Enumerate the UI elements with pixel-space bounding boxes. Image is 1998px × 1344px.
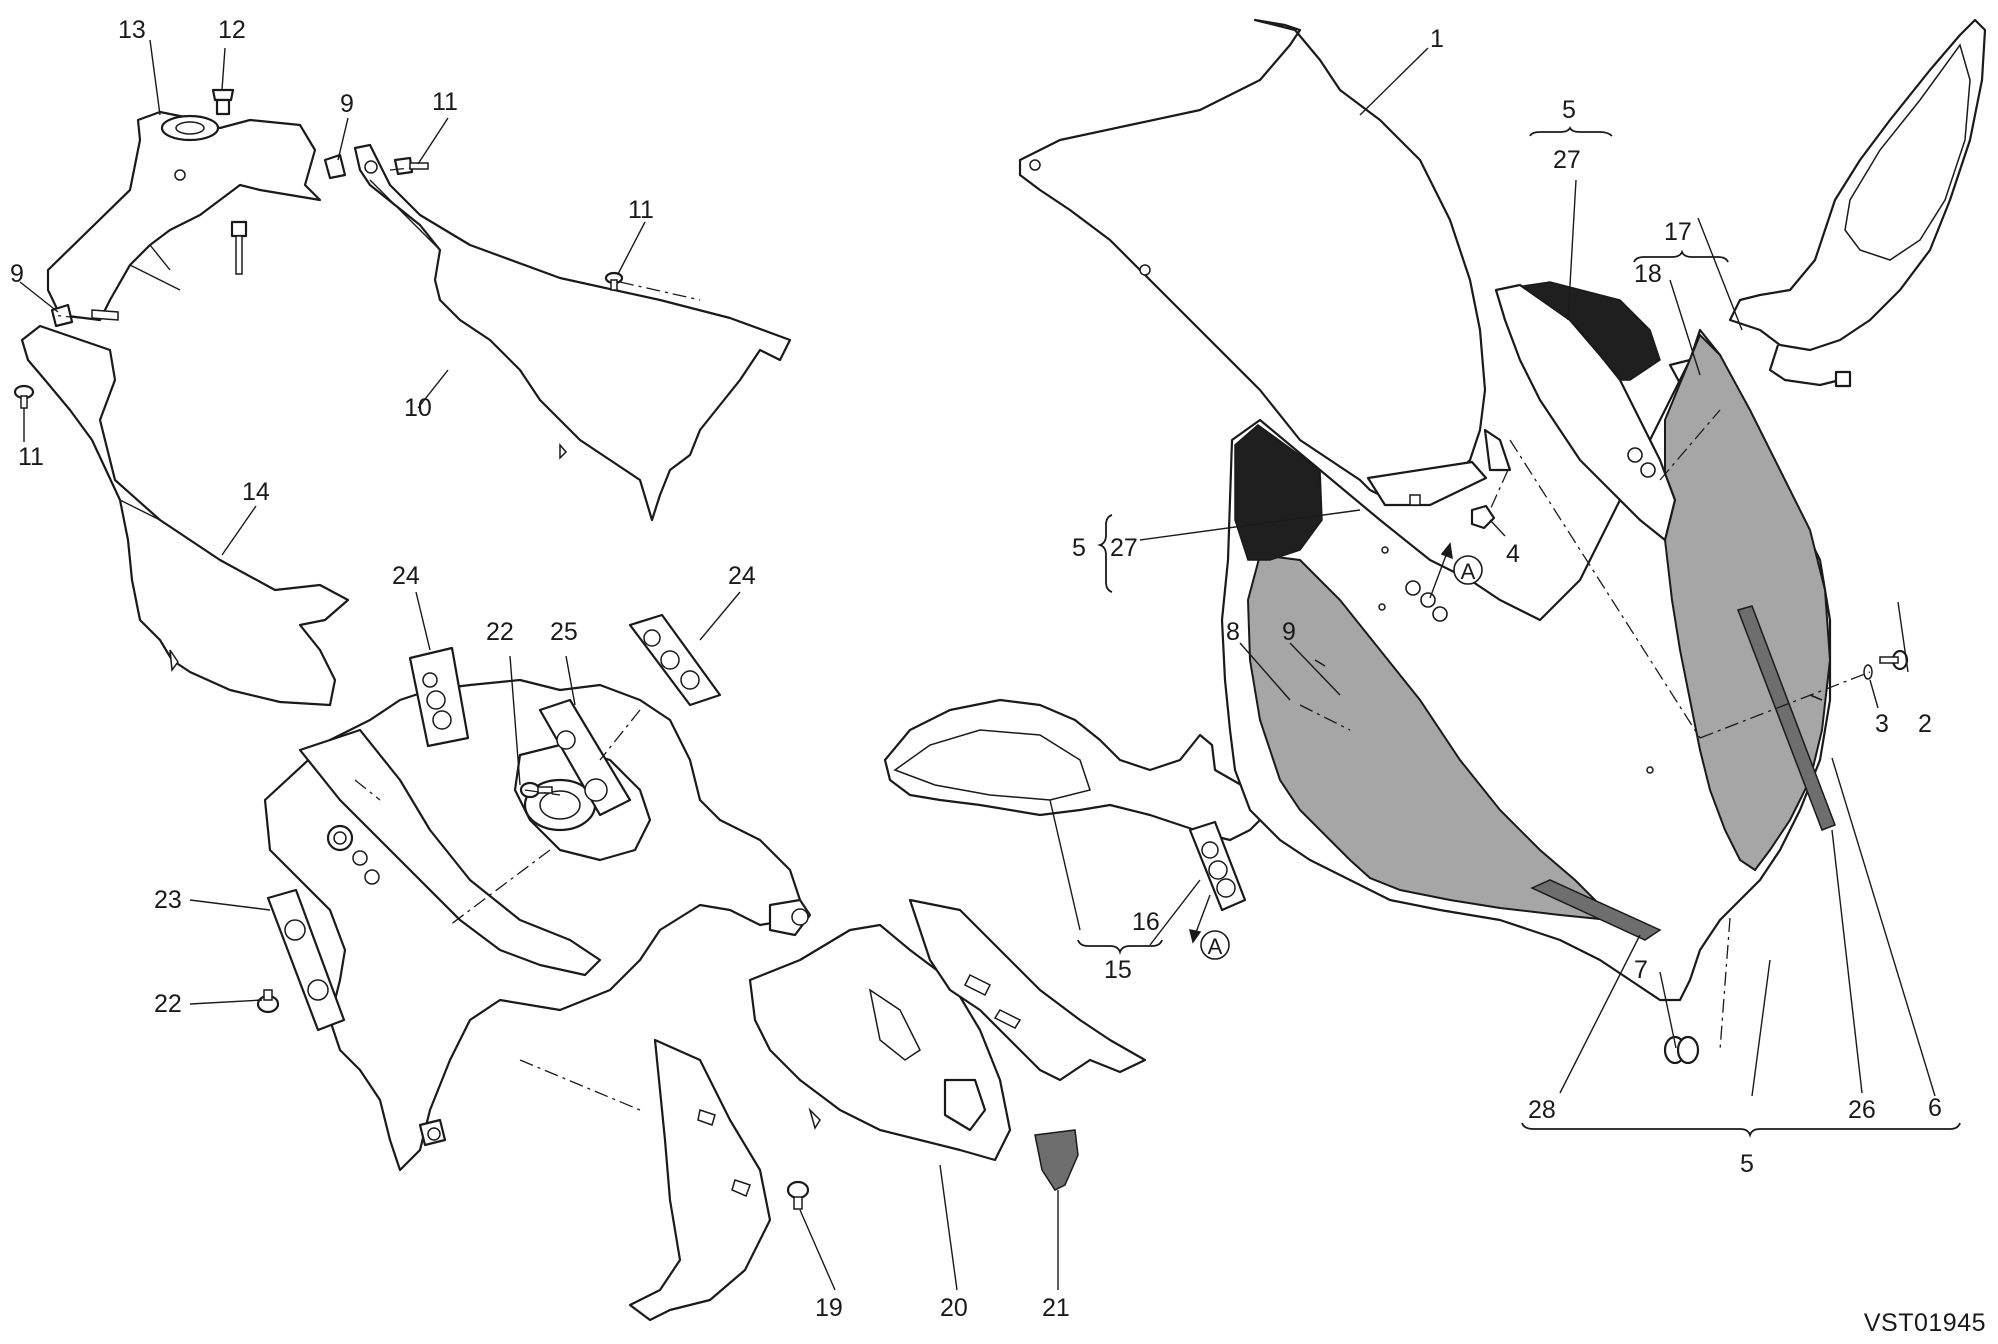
callout-7: 7 bbox=[1634, 956, 1648, 984]
upper-fairing-part bbox=[1220, 281, 1836, 1002]
callout-11-mid: 11 bbox=[628, 196, 654, 224]
nut-4 bbox=[1470, 504, 1496, 530]
callout-5-left: 5 bbox=[1072, 534, 1086, 562]
headlight-subframe-part bbox=[263, 678, 812, 1172]
callout-15: 15 bbox=[1104, 956, 1132, 984]
assembly-lines bbox=[51, 167, 1871, 1111]
callout-13: 13 bbox=[118, 16, 146, 44]
screw-11-left bbox=[13, 384, 35, 409]
callout-23: 23 bbox=[154, 886, 182, 914]
screw-12 bbox=[211, 88, 235, 116]
callout-22-b: 22 bbox=[154, 990, 182, 1018]
intake-duct-left bbox=[628, 1038, 772, 1322]
stud-bolt bbox=[230, 220, 248, 275]
grommet-plate-24-right bbox=[628, 613, 722, 707]
svg-text:A: A bbox=[1208, 934, 1223, 959]
callout-19: 19 bbox=[815, 1294, 843, 1322]
callout-3: 3 bbox=[1875, 710, 1889, 738]
callout-27-left: 27 bbox=[1110, 534, 1138, 562]
marker-a-bottom: A bbox=[1188, 894, 1230, 960]
ducati-badge-21 bbox=[1034, 1129, 1079, 1191]
callout-28: 28 bbox=[1528, 1096, 1556, 1124]
bracket-23 bbox=[266, 888, 346, 1032]
callout-1: 1 bbox=[1430, 25, 1444, 53]
clip-9-left bbox=[50, 303, 74, 328]
callout-24-b: 24 bbox=[728, 562, 756, 590]
callout-18: 18 bbox=[1634, 260, 1662, 288]
diagram-reference-code: VST01945 bbox=[1863, 1309, 1986, 1337]
callout-26: 26 bbox=[1848, 1096, 1876, 1124]
rubber-bush-7 bbox=[1663, 1035, 1700, 1065]
leader-lines bbox=[19, 39, 1936, 1291]
callout-20: 20 bbox=[940, 1294, 968, 1322]
bracket-25 bbox=[538, 698, 632, 817]
braces bbox=[1077, 125, 1961, 1138]
callout-11-top: 11 bbox=[432, 88, 458, 116]
callout-2: 2 bbox=[1918, 710, 1932, 738]
screw-22-a bbox=[519, 781, 553, 799]
clip-9-top bbox=[323, 153, 347, 180]
callout-9-top: 9 bbox=[340, 90, 354, 118]
callout-16: 16 bbox=[1132, 908, 1160, 936]
callout-9-right: 9 bbox=[1282, 618, 1296, 646]
callout-8: 8 bbox=[1226, 618, 1240, 646]
svg-text:A: A bbox=[1461, 559, 1476, 584]
windscreen-part bbox=[1018, 18, 1512, 507]
instrument-cover-part bbox=[46, 110, 322, 322]
callout-5-top: 5 bbox=[1562, 96, 1576, 124]
callout-4: 4 bbox=[1506, 540, 1520, 568]
grommet-plate-24-left bbox=[408, 646, 470, 748]
inner-panel-part bbox=[353, 143, 792, 522]
callout-27-top: 27 bbox=[1553, 146, 1581, 174]
callout-24-a: 24 bbox=[392, 562, 420, 590]
air-duct-part bbox=[20, 324, 350, 707]
callout-10: 10 bbox=[404, 394, 432, 422]
callout-25: 25 bbox=[550, 618, 578, 646]
grommet-plate-16 bbox=[1188, 820, 1247, 912]
callout-9-left: 9 bbox=[10, 260, 24, 288]
screw-11-top bbox=[393, 156, 429, 176]
callout-5-bottom: 5 bbox=[1740, 1150, 1754, 1178]
callout-6: 6 bbox=[1928, 1094, 1942, 1122]
screw-2-washer-3 bbox=[1863, 649, 1909, 680]
callout-11-left: 11 bbox=[18, 443, 44, 471]
right-mirror-part bbox=[1728, 18, 1987, 388]
screw-22-b bbox=[256, 989, 280, 1014]
callout-21: 21 bbox=[1042, 1294, 1070, 1322]
callout-22-a: 22 bbox=[486, 618, 514, 646]
callout-12: 12 bbox=[218, 16, 246, 44]
intake-duct-right bbox=[908, 898, 1147, 1082]
callout-labels: 1 2 3 4 5 27 5 27 17 18 8 9 6 7 26 28 5 … bbox=[10, 16, 1942, 1322]
screw-11-mid bbox=[604, 271, 624, 291]
callout-17: 17 bbox=[1664, 218, 1692, 246]
marker-a-top: A bbox=[1429, 542, 1483, 599]
callout-14: 14 bbox=[242, 478, 270, 506]
screw-19 bbox=[786, 1180, 810, 1210]
